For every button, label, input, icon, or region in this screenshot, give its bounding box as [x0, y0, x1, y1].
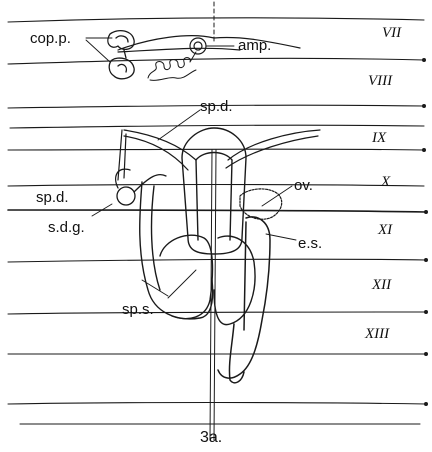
label-cop-p: cop.p.: [30, 31, 71, 46]
figure-caption: 3a.: [200, 430, 222, 446]
label-sp-d-upper: sp.d.: [200, 99, 233, 114]
label-e-s: e.s.: [298, 236, 322, 251]
segment-label-viii: VIII: [368, 74, 392, 89]
segment-label-xiii: XIII: [365, 327, 389, 342]
ampulla: [118, 36, 300, 54]
sperm-ducts: [118, 130, 320, 180]
ovary: [240, 189, 282, 219]
segment-label-ix: IX: [372, 131, 386, 146]
label-sp-s: sp.s.: [122, 302, 154, 317]
segment-label-xi: XI: [378, 223, 392, 238]
label-ov: ov.: [294, 178, 313, 193]
segment-label-xii: XII: [372, 278, 391, 293]
label-s-d-g: s.d.g.: [48, 220, 85, 235]
segment-label-vii: VII: [382, 26, 401, 41]
label-sp-d-left: sp.d.: [36, 190, 69, 205]
coiled-duct: [148, 52, 196, 80]
label-amp: amp.: [238, 38, 271, 53]
segment-label-x: X: [381, 175, 390, 190]
